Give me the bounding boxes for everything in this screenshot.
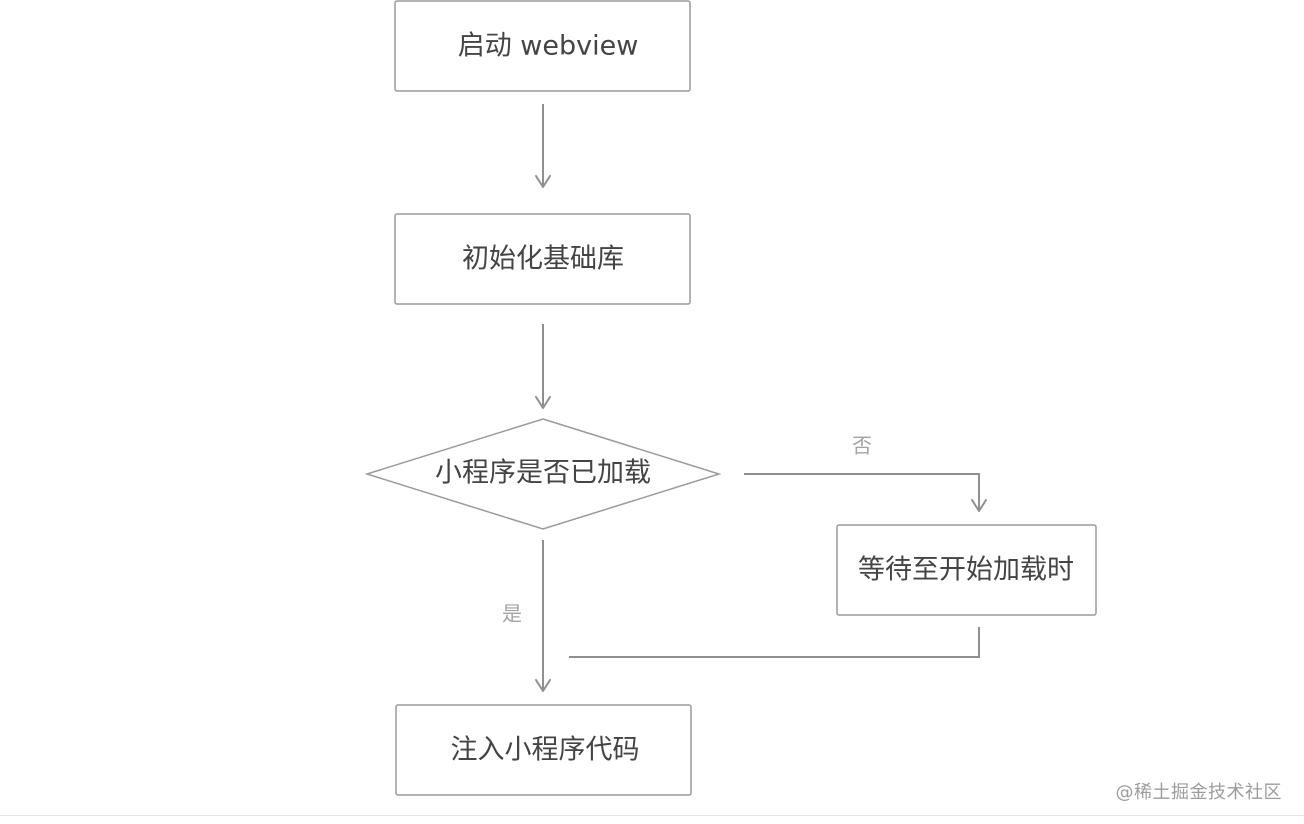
edge-init-to-decision [535, 324, 551, 409]
watermark: @稀土掘金技术社区 [1115, 782, 1282, 803]
node-init-base-lib: 初始化基础库 [394, 213, 691, 305]
node-wait-load: 等待至开始加载时 [836, 524, 1097, 616]
node-init-base-lib-label: 初始化基础库 [462, 244, 624, 275]
edge-wait-to-merge [569, 627, 980, 658]
node-start-webview-label: 启动 webview [458, 31, 639, 62]
node-wait-load-label: 等待至开始加载时 [858, 555, 1074, 586]
edge-start-to-init [535, 104, 551, 188]
node-inject-code: 注入小程序代码 [395, 704, 692, 796]
edge-decision-to-inject: 是 [502, 540, 551, 692]
bottom-divider [0, 815, 1304, 816]
node-inject-code-label: 注入小程序代码 [451, 735, 640, 766]
node-is-loaded-decision: 小程序是否已加载 [364, 418, 722, 530]
edge-yes-label: 是 [502, 602, 522, 626]
edge-decision-to-wait: 否 [744, 434, 987, 512]
node-is-loaded-label: 小程序是否已加载 [435, 458, 651, 489]
node-start-webview: 启动 webview [394, 0, 691, 92]
edge-no-label: 否 [852, 434, 872, 458]
